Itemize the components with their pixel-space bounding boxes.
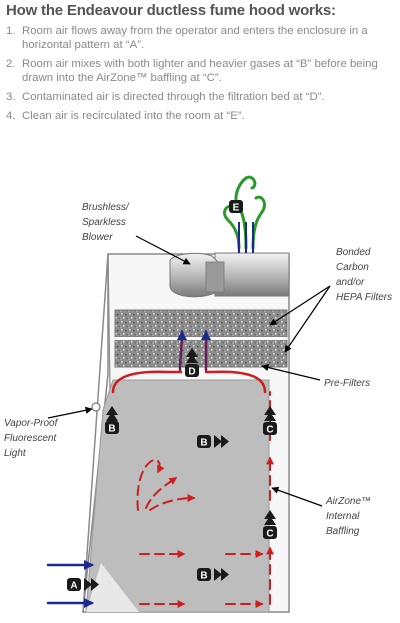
step-2: 2. Room air mixes with both lighter and h… (6, 57, 398, 85)
fluorescent-light (91, 402, 101, 412)
svg-text:B: B (200, 438, 207, 449)
badge-e: E (229, 200, 243, 214)
filter-bed-upper (114, 309, 288, 338)
sash-panel (86, 563, 139, 612)
svg-text:D: D (188, 367, 195, 378)
label-blower: Brushless/ Sparkless Blower (82, 202, 131, 243)
label-filters: Bonded Carbon and/or HEPA Filters (336, 247, 392, 303)
contaminated-air-flow (111, 370, 267, 394)
badge-c-upper: C (263, 406, 277, 436)
svg-text:B: B (200, 571, 207, 582)
svg-text:C: C (266, 425, 273, 436)
svg-text:C: C (266, 529, 273, 540)
badge-d: D (185, 348, 199, 378)
svg-text:E: E (233, 203, 240, 214)
interior-airflow (136, 391, 274, 608)
step-4: 4. Clean air is recirculated into the roo… (6, 109, 398, 123)
badge-b-upper: B (197, 435, 229, 449)
label-light: Vapor-Proof Fluorescent Light (4, 418, 60, 459)
filter-divider (115, 337, 287, 340)
step-text: Contaminated air is directed through the… (22, 91, 325, 103)
label-baffling: AirZone™ Internal Baffling (325, 496, 374, 537)
filter-inlet-flow (176, 330, 211, 372)
steps-list: 1. Room air flows away from the operator … (6, 24, 398, 128)
step-text: Room air mixes with both lighter and hea… (22, 58, 378, 84)
step-number: 3. (6, 91, 16, 103)
step-text: Clean air is recirculated into the room … (22, 110, 245, 122)
exhaust-lines (238, 222, 254, 253)
step-number: 2. (6, 58, 16, 70)
svg-text:B: B (108, 424, 115, 435)
badge-c-lower: C (263, 510, 277, 540)
badge-a: A (67, 578, 99, 592)
room-air-intake (46, 560, 94, 608)
blower-housing (214, 252, 290, 297)
filter-bed-lower (114, 339, 288, 368)
badge-b-lower: B (197, 568, 229, 582)
hood-front-edge (82, 253, 109, 613)
step-3: 3. Contaminated air is directed through t… (6, 90, 398, 104)
badge-b-left: B (105, 406, 119, 435)
blower-outlet (205, 261, 225, 293)
page-title: How the Endeavour ductless fume hood wor… (6, 2, 336, 19)
hood-cabinet-front (107, 253, 111, 391)
step-number: 1. (6, 25, 16, 37)
svg-text:A: A (70, 581, 77, 592)
label-prefilters: Pre-Filters (324, 378, 370, 389)
step-1: 1. Room air flows away from the operator … (6, 24, 398, 52)
step-text: Room air flows away from the operator an… (22, 25, 368, 51)
callout-lines (47, 235, 331, 507)
step-number: 4. (6, 110, 16, 122)
